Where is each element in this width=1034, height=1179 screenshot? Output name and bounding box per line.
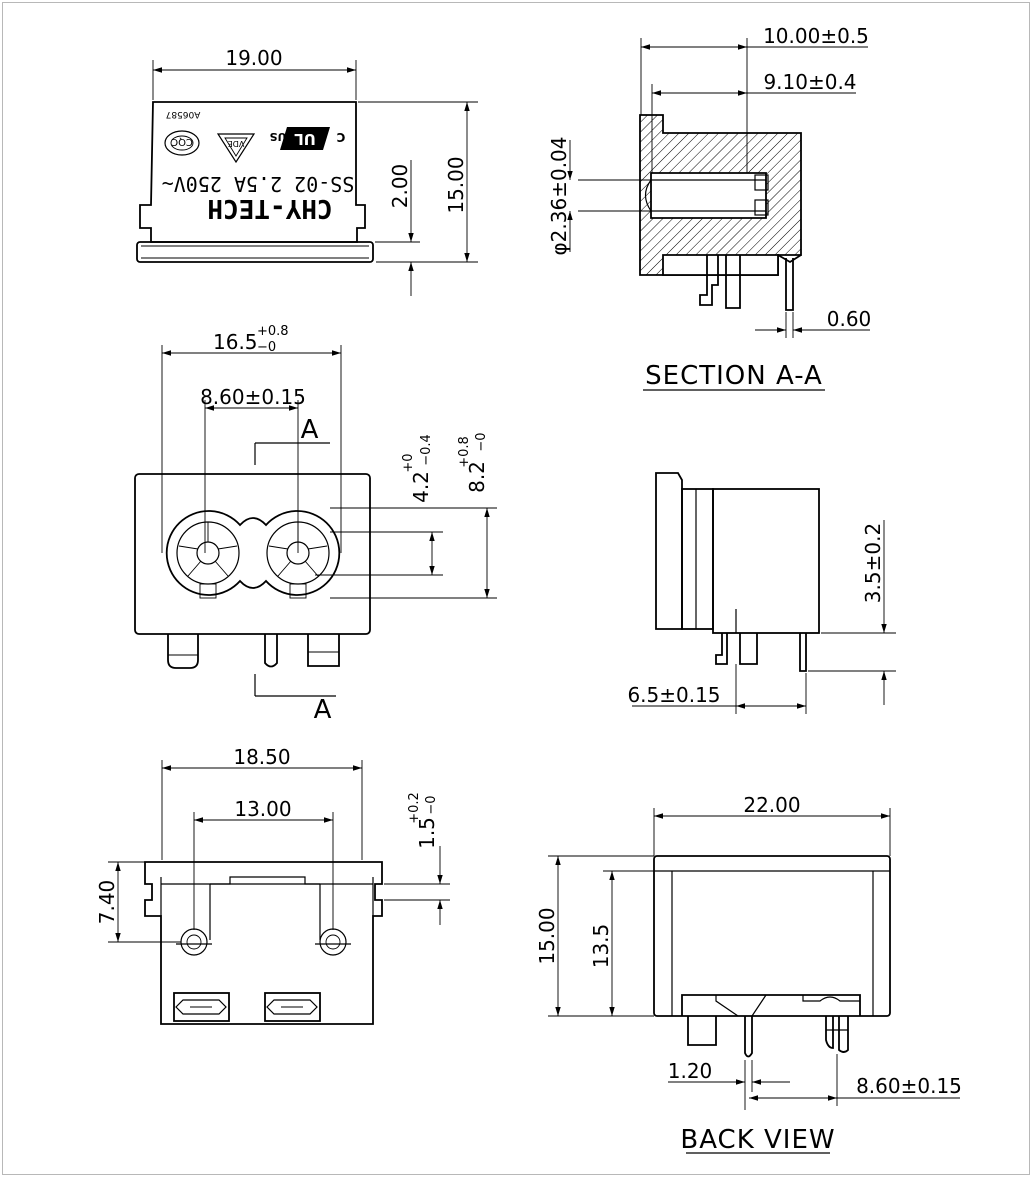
svg-text:UL: UL: [294, 130, 316, 148]
dim-bottom-pitch: 13.00: [234, 797, 291, 821]
top-view: CHY-TECH SS-02 2.5A 250V~ A06587 CQC VDE…: [136, 46, 478, 296]
section-title: SECTION A-A: [645, 361, 823, 391]
dim-back-inner: 13.5: [589, 924, 613, 969]
bottom-view: 18.50 13.00 7.40 1.5 +0.2 −0: [95, 745, 450, 1025]
back-view-title: BACK VIEW: [680, 1125, 835, 1155]
section-mark-top: A: [301, 415, 320, 445]
bottom-hole-left: [176, 928, 212, 956]
back-body: [653, 855, 891, 1017]
svg-text:C: C: [336, 130, 345, 144]
bottom-body: [144, 861, 383, 1025]
dim-section-pin-thick: 0.60: [827, 307, 872, 331]
svg-text:VDE: VDE: [228, 139, 245, 148]
dim-front-h1: 4.2: [409, 471, 433, 503]
bottom-pad-left: [173, 992, 230, 1022]
front-view: A A 16.5 +0.8 −0 8.60±0.15 4.2 +0 −0.4 8…: [134, 324, 497, 725]
dim-back-pin: 1.20: [668, 1059, 713, 1083]
top-view-flange: [136, 241, 374, 263]
section-a-a-view: 10.00±0.5 9.10±0.4 φ2.36±0.04 0.60 SECTI…: [547, 24, 871, 391]
dim-bottom-depth: 7.40: [95, 880, 119, 925]
svg-text:−0: −0: [424, 795, 439, 814]
dim-back-pitch: 8.60±0.15: [856, 1074, 962, 1098]
svg-text:CQC: CQC: [171, 136, 193, 147]
socket-opening: [165, 510, 341, 596]
cqc-logo-icon: CQC: [164, 130, 200, 156]
section-mark-bottom: A: [314, 695, 333, 725]
left-contact: [176, 521, 240, 599]
dim-bottom-width: 18.50: [233, 745, 290, 769]
ul-logo-icon: C UL US: [269, 127, 345, 150]
dim-section-inner: 9.10±0.4: [763, 70, 856, 94]
svg-text:−0: −0: [474, 432, 489, 451]
dim-front-h2: 8.2: [465, 461, 489, 493]
svg-text:+0.8: +0.8: [257, 324, 289, 339]
side-body: [712, 488, 820, 634]
dim-bottom-slot: 1.5: [415, 817, 439, 849]
front-body: [134, 473, 371, 635]
dim-top-height: 15.00: [444, 156, 468, 213]
cert-number: A06587: [166, 109, 201, 119]
dim-front-width: 16.5: [213, 330, 258, 354]
svg-text:−0: −0: [257, 340, 276, 355]
svg-text:+0.2: +0.2: [407, 792, 422, 824]
dim-back-height: 15.00: [535, 907, 559, 964]
side-step: [681, 488, 714, 630]
back-view: 22.00 15.00 13.5 1.20 8.60±0.15 BACK VIE…: [535, 793, 962, 1155]
dim-section-pin-dia: φ2.36±0.04: [547, 136, 571, 255]
side-flange: [655, 472, 683, 630]
dim-top-width: 19.00: [225, 46, 282, 70]
bottom-pad-right: [264, 992, 321, 1022]
side-view: 3.5±0.2 6.5±0.15: [627, 472, 896, 714]
dim-side-height: 3.5±0.2: [861, 523, 885, 603]
dim-top-flange: 2.00: [388, 164, 412, 209]
rating-marking: SS-02 2.5A 250V~: [162, 172, 355, 196]
svg-text:+0: +0: [401, 453, 416, 472]
dim-section-overall: 10.00±0.5: [763, 24, 869, 48]
dim-back-width: 22.00: [743, 793, 800, 817]
dim-front-pitch: 8.60±0.15: [200, 385, 306, 409]
svg-text:US: US: [269, 130, 286, 143]
brand-marking: CHY-TECH: [207, 193, 332, 223]
dim-side-offset: 6.5±0.15: [627, 683, 720, 707]
vde-logo-icon: VDE: [216, 133, 256, 164]
svg-text:−0.4: −0.4: [419, 434, 434, 466]
svg-text:+0.8: +0.8: [457, 436, 472, 468]
